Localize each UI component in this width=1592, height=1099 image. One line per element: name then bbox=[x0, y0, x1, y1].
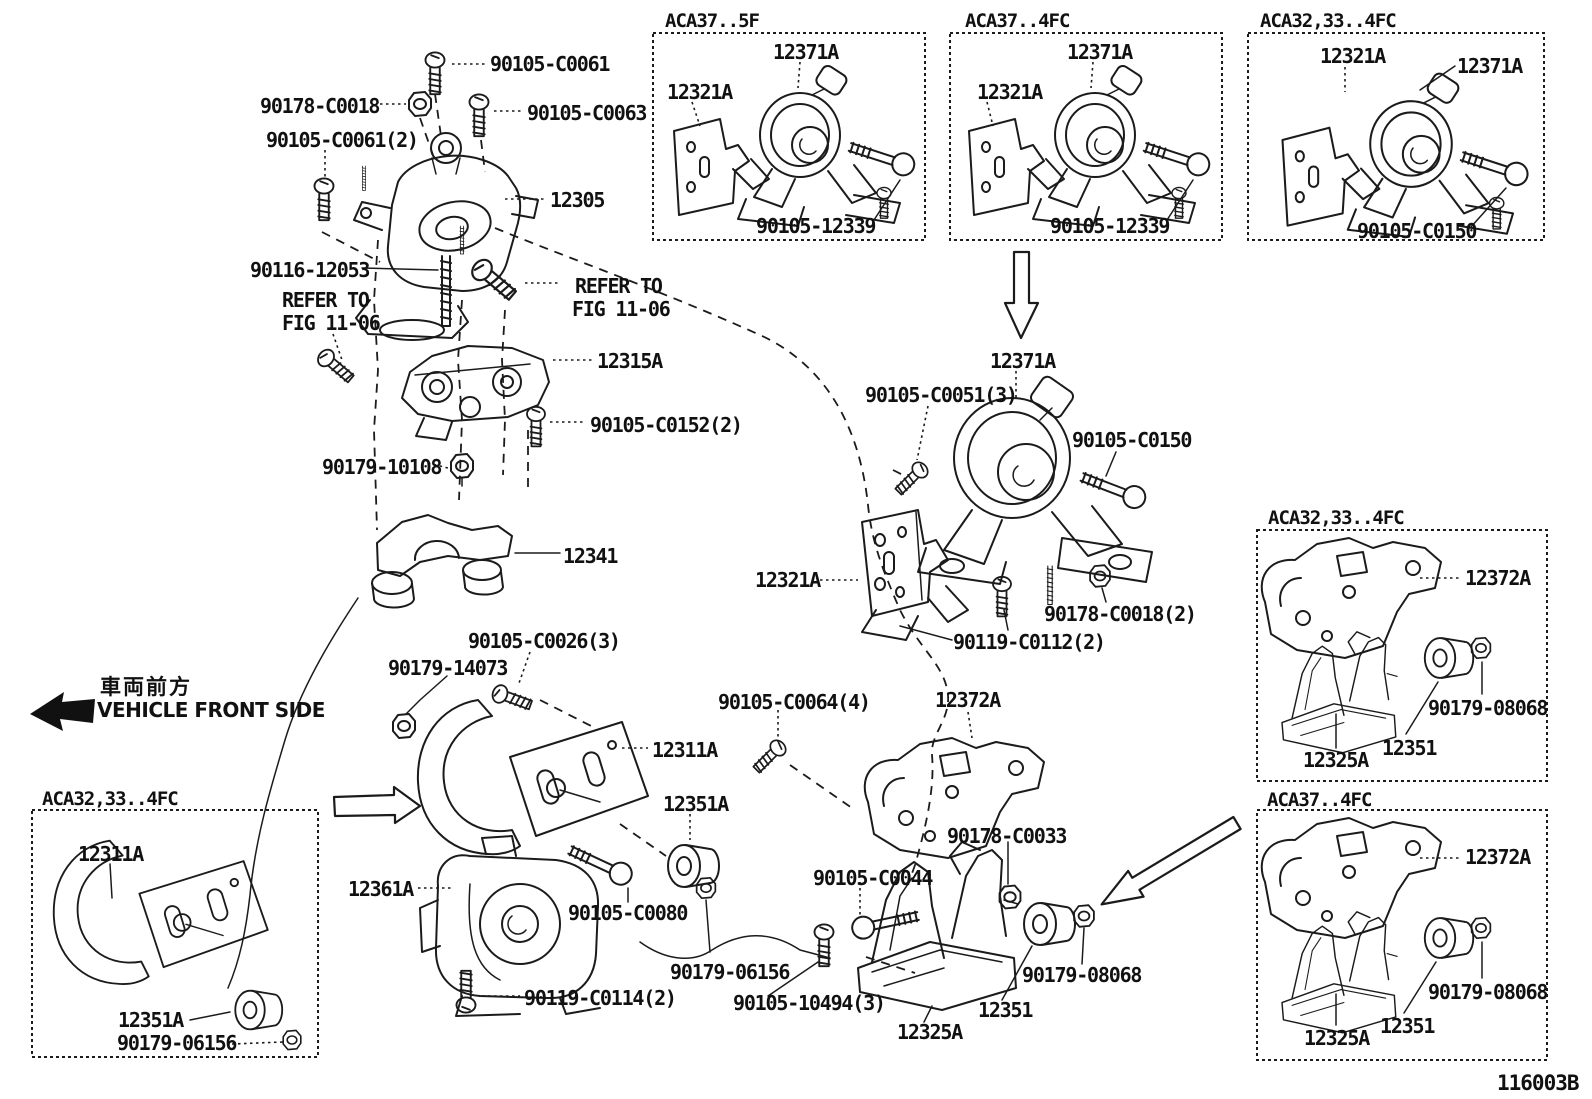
part-label-90105-C0150-box3[interactable]: 90105-C0150 bbox=[1357, 219, 1477, 243]
part-label-12341[interactable]: 12341 bbox=[563, 544, 618, 568]
part-label-90178-C0018-2[interactable]: 90178-C0018(2) bbox=[1044, 602, 1197, 626]
box-right-upper-assembly bbox=[1260, 537, 1492, 754]
part-label-12371A[interactable]: 12371A bbox=[990, 349, 1056, 373]
part-label-90179-14073[interactable]: 90179-14073 bbox=[388, 656, 508, 680]
refer-note-left-line1: REFER TO bbox=[282, 288, 370, 312]
box-top-right-assembly bbox=[1282, 71, 1530, 237]
part-label-90105-C0063[interactable]: 90105-C0063 bbox=[527, 101, 647, 125]
flow-arrow-right bbox=[332, 785, 422, 825]
box-title-top-right: ACA32,33..4FC bbox=[1260, 10, 1397, 32]
box-title-right-lower: ACA37..4FC bbox=[1267, 789, 1372, 811]
part-label-12321A-box2[interactable]: 12321A bbox=[977, 80, 1043, 104]
part-label-12325A-box5[interactable]: 12325A bbox=[1304, 1026, 1370, 1050]
sketch-12371A-rear-mount bbox=[891, 375, 1153, 618]
part-label-12321A-box3[interactable]: 12321A bbox=[1320, 44, 1386, 68]
part-label-90105-C0026-3[interactable]: 90105-C0026(3) bbox=[468, 629, 621, 653]
refer-note-right-line1: REFER TO bbox=[575, 274, 663, 298]
box-title-right-upper: ACA32,33..4FC bbox=[1268, 507, 1405, 529]
part-label-90105-C0051-3[interactable]: 90105-C0051(3) bbox=[865, 383, 1018, 407]
part-label-12351-box4[interactable]: 12351 bbox=[1382, 736, 1437, 760]
part-label-90105-C0150[interactable]: 90105-C0150 bbox=[1072, 428, 1192, 452]
box-title-bottom-left: ACA32,33..4FC bbox=[42, 788, 179, 810]
part-label-90105-C0044[interactable]: 90105-C0044 bbox=[813, 866, 933, 890]
part-label-12361A[interactable]: 12361A bbox=[348, 877, 414, 901]
figure-code: 116003B bbox=[1497, 1071, 1580, 1095]
config-box-borders bbox=[31, 32, 1548, 1061]
part-label-90105-C0061[interactable]: 90105-C0061 bbox=[490, 52, 610, 76]
part-label-90105-12339-box1[interactable]: 90105-12339 bbox=[756, 214, 876, 238]
part-label-90105-C0152-2[interactable]: 90105-C0152(2) bbox=[590, 413, 743, 437]
part-label-90179-06156-box6[interactable]: 90179-06156 bbox=[117, 1031, 237, 1055]
sketch-12311A-plate bbox=[392, 682, 649, 856]
sketch-12321A-bracket bbox=[861, 509, 969, 641]
part-label-12321A[interactable]: 12321A bbox=[755, 568, 821, 592]
vehicle-front-arrow bbox=[30, 692, 95, 731]
part-label-12325A[interactable]: 12325A bbox=[897, 1020, 963, 1044]
vehicle-front-label-en: VEHICLE FRONT SIDE bbox=[97, 698, 325, 722]
part-label-12305[interactable]: 12305 bbox=[550, 188, 605, 212]
part-label-12372A-box5[interactable]: 12372A bbox=[1465, 845, 1531, 869]
part-label-12351[interactable]: 12351 bbox=[978, 998, 1033, 1022]
part-label-90105-C0080[interactable]: 90105-C0080 bbox=[568, 901, 688, 925]
part-label-90105-12339-box2[interactable]: 90105-12339 bbox=[1050, 214, 1170, 238]
part-label-12371A-box2[interactable]: 12371A bbox=[1067, 40, 1133, 64]
part-label-12371A-box1[interactable]: 12371A bbox=[773, 40, 839, 64]
part-label-12371A-box3[interactable]: 12371A bbox=[1457, 54, 1523, 78]
vehicle-front-label-jp: 車両前方 bbox=[100, 675, 192, 699]
part-label-90179-08068-box4[interactable]: 90179-08068 bbox=[1428, 696, 1548, 720]
refer-note-left-line2: FIG 11-06 bbox=[282, 311, 381, 335]
part-label-90179-08068-box5[interactable]: 90179-08068 bbox=[1428, 980, 1548, 1004]
flow-arrow-diagonal bbox=[1100, 815, 1242, 906]
leader-lines bbox=[109, 61, 1507, 1045]
part-label-12372A[interactable]: 12372A bbox=[935, 688, 1001, 712]
part-label-12311A[interactable]: 12311A bbox=[652, 738, 718, 762]
part-label-90179-06156[interactable]: 90179-06156 bbox=[670, 960, 790, 984]
part-label-90178-C0033[interactable]: 90178-C0033 bbox=[947, 824, 1067, 848]
part-label-90119-C0112-2[interactable]: 90119-C0112(2) bbox=[953, 630, 1106, 654]
part-label-90105-C0061-2[interactable]: 90105-C0061(2) bbox=[266, 128, 419, 152]
part-label-90105-10494-3[interactable]: 90105-10494(3) bbox=[733, 991, 886, 1015]
part-label-90116-12053[interactable]: 90116-12053 bbox=[250, 258, 370, 282]
flow-arrow-down bbox=[1003, 250, 1040, 340]
box-title-top-left: ACA37..5F bbox=[665, 10, 760, 32]
sketch-12351A-bushing bbox=[667, 844, 720, 900]
refer-note-right-line2: FIG 11-06 bbox=[572, 297, 671, 321]
part-label-90119-C0114-2[interactable]: 90119-C0114(2) bbox=[524, 986, 677, 1010]
part-label-90178-C0018[interactable]: 90178-C0018 bbox=[260, 94, 380, 118]
part-label-90105-C0064-4[interactable]: 90105-C0064(4) bbox=[718, 690, 871, 714]
part-label-90179-08068[interactable]: 90179-08068 bbox=[1022, 963, 1142, 987]
sketch-12305-engine-mount bbox=[353, 132, 539, 341]
part-label-12351-box5[interactable]: 12351 bbox=[1380, 1014, 1435, 1038]
part-label-12325A-box4[interactable]: 12325A bbox=[1303, 748, 1369, 772]
part-label-12315A[interactable]: 12315A bbox=[597, 349, 663, 373]
sketch-12315A-bracket bbox=[401, 345, 550, 487]
part-label-12351A[interactable]: 12351A bbox=[663, 792, 729, 816]
sketch-12341-bracket bbox=[371, 514, 513, 609]
assembly-construction-lines bbox=[321, 93, 916, 974]
box-title-top-middle: ACA37..4FC bbox=[965, 10, 1070, 32]
part-label-12372A-box4[interactable]: 12372A bbox=[1465, 566, 1531, 590]
part-label-12321A-box1[interactable]: 12321A bbox=[667, 80, 733, 104]
sketch-12361A-mount bbox=[419, 835, 637, 1017]
part-label-12351A-box6[interactable]: 12351A bbox=[118, 1008, 184, 1032]
part-label-12311A-box6[interactable]: 12311A bbox=[78, 842, 144, 866]
part-label-90179-10108[interactable]: 90179-10108 bbox=[322, 455, 442, 479]
